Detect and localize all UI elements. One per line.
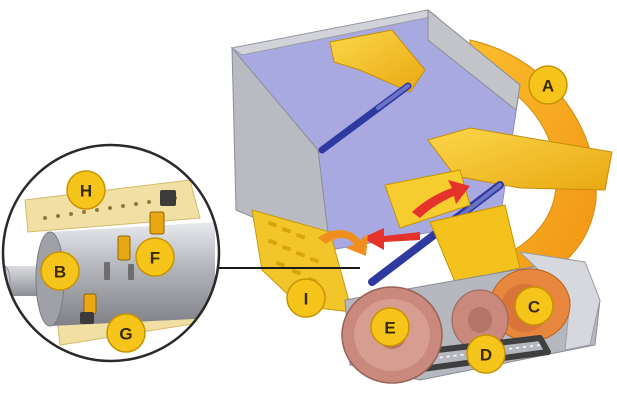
callout-a: A (528, 65, 568, 105)
rotor-hammers (80, 190, 176, 324)
swing-plate-lower (429, 204, 521, 283)
callout-c: C (514, 286, 554, 326)
callout-d-text: D (480, 346, 492, 365)
rotor-zoom (1, 143, 221, 363)
callout-f: F (135, 237, 175, 277)
rotor-rotation-arrow (318, 229, 368, 256)
motor-pulley-hub (468, 307, 492, 333)
callout-b-text: B (54, 263, 66, 282)
callout-i-text: I (304, 290, 309, 309)
callout-labels: A B C D E F G H (40, 65, 568, 374)
zoom-circle-border (1, 143, 221, 363)
callout-e-text: E (384, 319, 395, 338)
swing-arrow-orange (412, 180, 470, 218)
callout-b: B (40, 251, 80, 291)
callout-a-text: A (542, 77, 554, 96)
swing-arrow-red (362, 228, 420, 250)
callout-d: D (466, 334, 506, 374)
upper-arm-mount (329, 29, 426, 93)
callout-h-text: H (80, 182, 92, 201)
upper-hydraulic-rod (376, 84, 410, 110)
callout-g: G (106, 313, 146, 353)
swing-plate-upper (384, 169, 471, 229)
callout-i: I (286, 278, 326, 318)
hopper-right-wall (427, 8, 521, 111)
callout-f-text: F (150, 249, 160, 268)
callout-g-text: G (119, 325, 132, 344)
callout-c-text: C (528, 298, 540, 317)
callout-h: H (66, 170, 106, 210)
callout-e: E (370, 307, 410, 347)
